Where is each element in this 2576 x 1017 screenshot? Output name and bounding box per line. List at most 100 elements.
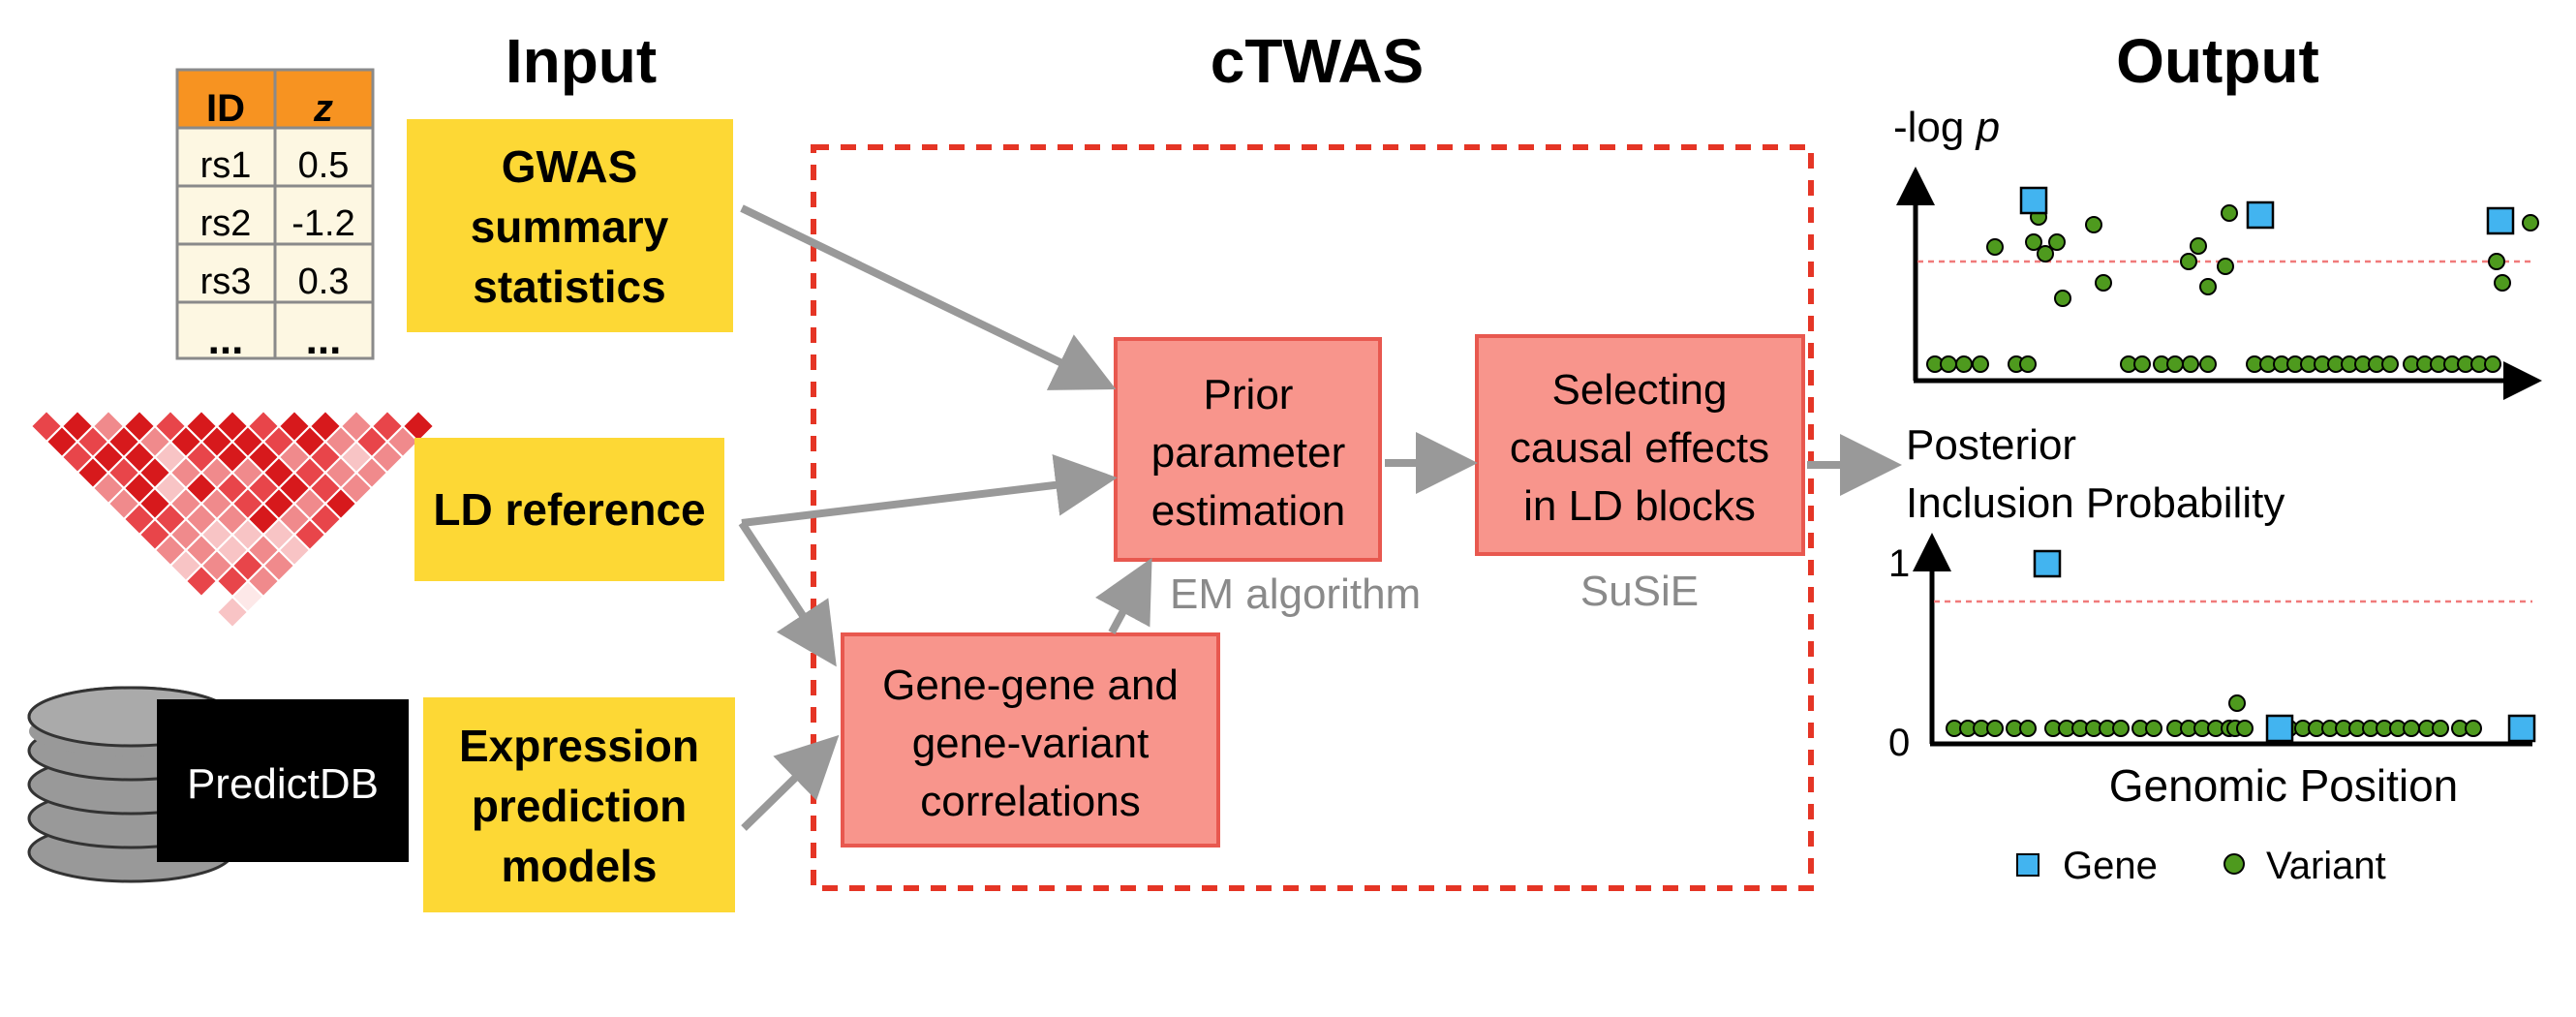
gene-point (2265, 714, 2294, 743)
bottom-plot: Posterior Inclusion Probability 1 0 Geno… (1888, 421, 2536, 811)
variant-point (1940, 355, 1957, 373)
gwas-line-2: summary (471, 201, 669, 252)
selecting-effects-box (1475, 334, 1805, 556)
gene-point (2019, 186, 2048, 215)
pip-title-line-2: Inclusion Probability (1906, 479, 2285, 527)
selecting-line-1: Selecting (1551, 366, 1727, 414)
table-cell: -1.2 (291, 203, 354, 244)
variant-point (2488, 253, 2505, 270)
arrow-correlations-to-prior (1095, 557, 1152, 634)
variant-point (2180, 253, 2197, 270)
variant-point (1986, 238, 2004, 256)
variant-point (2381, 355, 2399, 373)
prior-line-2: parameter (1151, 429, 1346, 477)
expression-box (423, 697, 735, 912)
correlations-line-2: gene-variant (912, 720, 1150, 767)
prior-estimation-box (1114, 337, 1382, 562)
gene-point (2033, 549, 2062, 578)
variant-point (2145, 720, 2162, 737)
legend-gene-label: Gene (2063, 845, 2158, 887)
variant-point (2484, 355, 2501, 373)
gene-point (2486, 206, 2515, 235)
title-ctwas: cTWAS (1211, 26, 1424, 96)
variant-point (2190, 237, 2207, 255)
arrow-expression-to-correlations (741, 734, 840, 831)
top-plot: -log p (1893, 104, 2542, 400)
expression-line-3: models (501, 841, 657, 891)
top-ylabel: -log p (1893, 104, 2000, 151)
correlations-line-3: correlations (920, 778, 1140, 825)
legend: Gene Variant (2016, 845, 2386, 887)
pip-title-line-1: Posterior (1906, 421, 2076, 469)
variant-point (1955, 355, 1973, 373)
prior-line-3: estimation (1151, 487, 1346, 535)
gene-point (2246, 200, 2275, 230)
title-output: Output (2116, 26, 2319, 96)
arrow-ld-to-prior (741, 453, 1118, 527)
variant-point (1986, 720, 2004, 737)
variant-point (2112, 720, 2130, 737)
variant-point (2019, 355, 2037, 373)
table-cell: 0.3 (298, 262, 350, 302)
variant-point (2019, 720, 2037, 737)
bottom-ytick-0: 0 (1888, 722, 1910, 764)
variant-point (2037, 245, 2054, 262)
variant-point (2085, 216, 2102, 233)
table-cell: rs1 (200, 145, 252, 186)
correlations-box (841, 632, 1220, 848)
expression-line-1: Expression (459, 721, 699, 771)
em-algorithm-label: EM algorithm (1170, 570, 1421, 618)
table-header-id: ID (206, 87, 245, 130)
top-plot-points (1926, 186, 2539, 373)
variant-point (2048, 233, 2066, 251)
variant-point (2522, 214, 2539, 231)
variant-point (2217, 258, 2234, 275)
selecting-line-2: causal effects (1510, 424, 1769, 472)
susie-label: SuSiE (1580, 568, 1699, 615)
variant-point (2095, 274, 2112, 292)
variant-point (2199, 278, 2217, 295)
legend-variant-marker (2223, 853, 2245, 875)
selecting-line-3: in LD blocks (1523, 482, 1756, 530)
bottom-plot-points (1946, 549, 2536, 743)
variant-point (2182, 355, 2199, 373)
gwas-box (407, 119, 733, 332)
ld-reference-label: LD reference (433, 484, 705, 535)
expression-line-2: prediction (472, 781, 687, 831)
table-cell: ... (306, 316, 342, 363)
ld-heatmap-triangle (29, 409, 436, 630)
gwas-line-3: statistics (473, 262, 665, 312)
x-axis-label: Genomic Position (2109, 760, 2459, 811)
correlations-line-1: Gene-gene and (882, 662, 1179, 709)
zscore-table: ID z rs1 0.5 rs2 -1.2 rs3 0.3 ... ... (175, 68, 375, 363)
legend-gene-marker (2016, 853, 2039, 877)
arrow-ld-to-correlations (738, 520, 837, 667)
table-header-z: z (313, 87, 333, 130)
flow-arrows (738, 204, 1902, 831)
variant-point (1972, 355, 1989, 373)
variant-point (2133, 355, 2151, 373)
variant-point (2166, 355, 2184, 373)
variant-point (2025, 233, 2042, 251)
variant-point (2054, 290, 2071, 307)
variant-point (2236, 720, 2254, 737)
predictdb-label: PredictDB (187, 760, 379, 808)
table-cell: ... (208, 316, 244, 363)
table-cell: rs2 (200, 203, 252, 244)
arrow-gwas-to-prior (740, 204, 1117, 390)
variant-point (2228, 694, 2246, 712)
variant-point (2494, 274, 2511, 292)
variant-point (2221, 204, 2238, 222)
bottom-ytick-1: 1 (1888, 542, 1910, 585)
table-cell: 0.5 (298, 145, 350, 186)
variant-point (2403, 720, 2420, 737)
gene-point (2507, 714, 2536, 743)
variant-point (2432, 720, 2449, 737)
prior-line-1: Prior (1204, 371, 1294, 418)
variant-point (2465, 720, 2482, 737)
title-input: Input (506, 26, 657, 96)
predictdb-box (157, 699, 409, 862)
gwas-line-1: GWAS (502, 141, 638, 192)
